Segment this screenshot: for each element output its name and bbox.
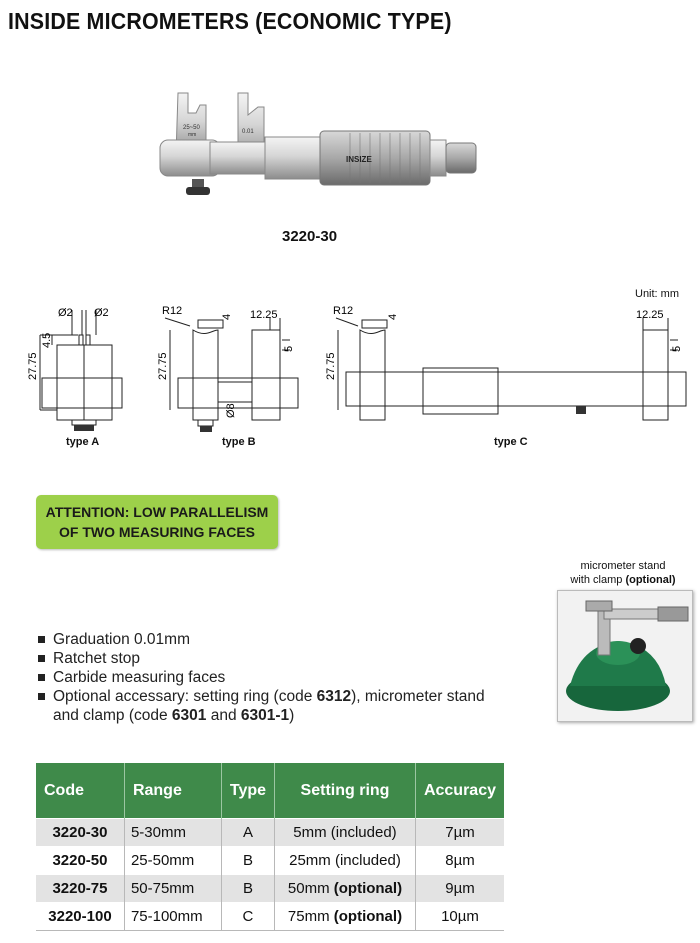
svg-text:27.75: 27.75 xyxy=(27,352,39,380)
feature-item: Ratchet stop xyxy=(38,649,508,668)
type-b-label: type B xyxy=(222,436,256,448)
svg-text:4.5: 4.5 xyxy=(41,333,53,348)
ratchet xyxy=(445,142,477,174)
table-header-row: Code Range Type Setting ring Accuracy xyxy=(36,763,504,819)
header-accuracy: Accuracy xyxy=(414,763,504,819)
svg-text:Ø2: Ø2 xyxy=(58,307,73,319)
table-row: 3220-50 25-50mm B 25mm (included) 8µm xyxy=(36,846,504,875)
svg-text:0.01: 0.01 xyxy=(242,129,254,135)
stand-illustration xyxy=(566,600,689,711)
table-row: 3220-30 5-30mm A 5mm (included) 7µm xyxy=(36,818,504,847)
table-row: 3220-100 75-100mm C 75mm (optional) 10µm xyxy=(36,902,504,931)
type-c-label: type C xyxy=(494,436,528,448)
svg-text:12.25: 12.25 xyxy=(636,309,664,321)
svg-text:Ø8: Ø8 xyxy=(225,403,237,418)
header-setting-ring: Setting ring xyxy=(274,763,416,819)
stand-caption: micrometer stand with clamp (optional) xyxy=(570,560,676,586)
unit-label: Unit: mm xyxy=(635,288,679,300)
svg-text:mm: mm xyxy=(188,132,196,138)
feature-item: Carbide measuring faces xyxy=(38,668,508,687)
micrometer-stand-photo xyxy=(557,590,693,722)
svg-text:25~50: 25~50 xyxy=(183,125,201,131)
header-range: Range xyxy=(123,763,222,819)
lock-screw xyxy=(186,187,210,195)
sleeve xyxy=(264,136,326,180)
drawing-type-a: Ø2 Ø2 4.5 27.75 xyxy=(27,307,123,431)
svg-text:27.75: 27.75 xyxy=(325,352,337,380)
svg-text:R12: R12 xyxy=(333,305,353,317)
header-code: Code xyxy=(36,763,125,819)
thimble xyxy=(319,130,431,186)
table-row: 3220-75 50-75mm B 50mm (optional) 9µm xyxy=(36,874,504,903)
attention-line-2: OF TWO MEASURING FACES xyxy=(59,524,255,540)
svg-text:R12: R12 xyxy=(162,305,182,317)
svg-text:27.75: 27.75 xyxy=(157,352,169,380)
svg-text:INSIZE: INSIZE xyxy=(346,155,372,164)
page-title: INSIDE MICROMETERS (ECONOMIC TYPE) xyxy=(8,8,452,34)
feature-item: Optional accessary: setting ring (code 6… xyxy=(38,687,508,725)
svg-text:Ø2: Ø2 xyxy=(94,307,109,319)
svg-text:12.25: 12.25 xyxy=(250,309,278,321)
attention-line-1: ATTENTION: LOW PARALLELISM xyxy=(45,504,269,520)
drawing-type-c: R12 4 12.25 5 27.75 xyxy=(325,305,687,421)
svg-text:4: 4 xyxy=(387,314,399,320)
svg-text:4: 4 xyxy=(221,314,233,320)
header-type: Type xyxy=(220,763,275,819)
feature-item: Graduation 0.01mm xyxy=(38,630,508,649)
svg-text:5: 5 xyxy=(671,346,683,352)
attention-banner: ATTENTION: LOW PARALLELISM OF TWO MEASUR… xyxy=(36,495,278,549)
micrometer-photo: 25~50 mm 0.01 INSIZE xyxy=(159,92,477,195)
spec-table: Code Range Type Setting ring Accuracy 32… xyxy=(36,763,504,931)
drawing-type-b: R12 4 12.25 5 27.75 Ø8 xyxy=(157,305,299,432)
type-a-label: type A xyxy=(66,436,100,448)
model-caption: 3220-30 xyxy=(282,228,338,245)
svg-text:5: 5 xyxy=(283,346,295,352)
feature-list: Graduation 0.01mm Ratchet stop Carbide m… xyxy=(38,630,508,725)
